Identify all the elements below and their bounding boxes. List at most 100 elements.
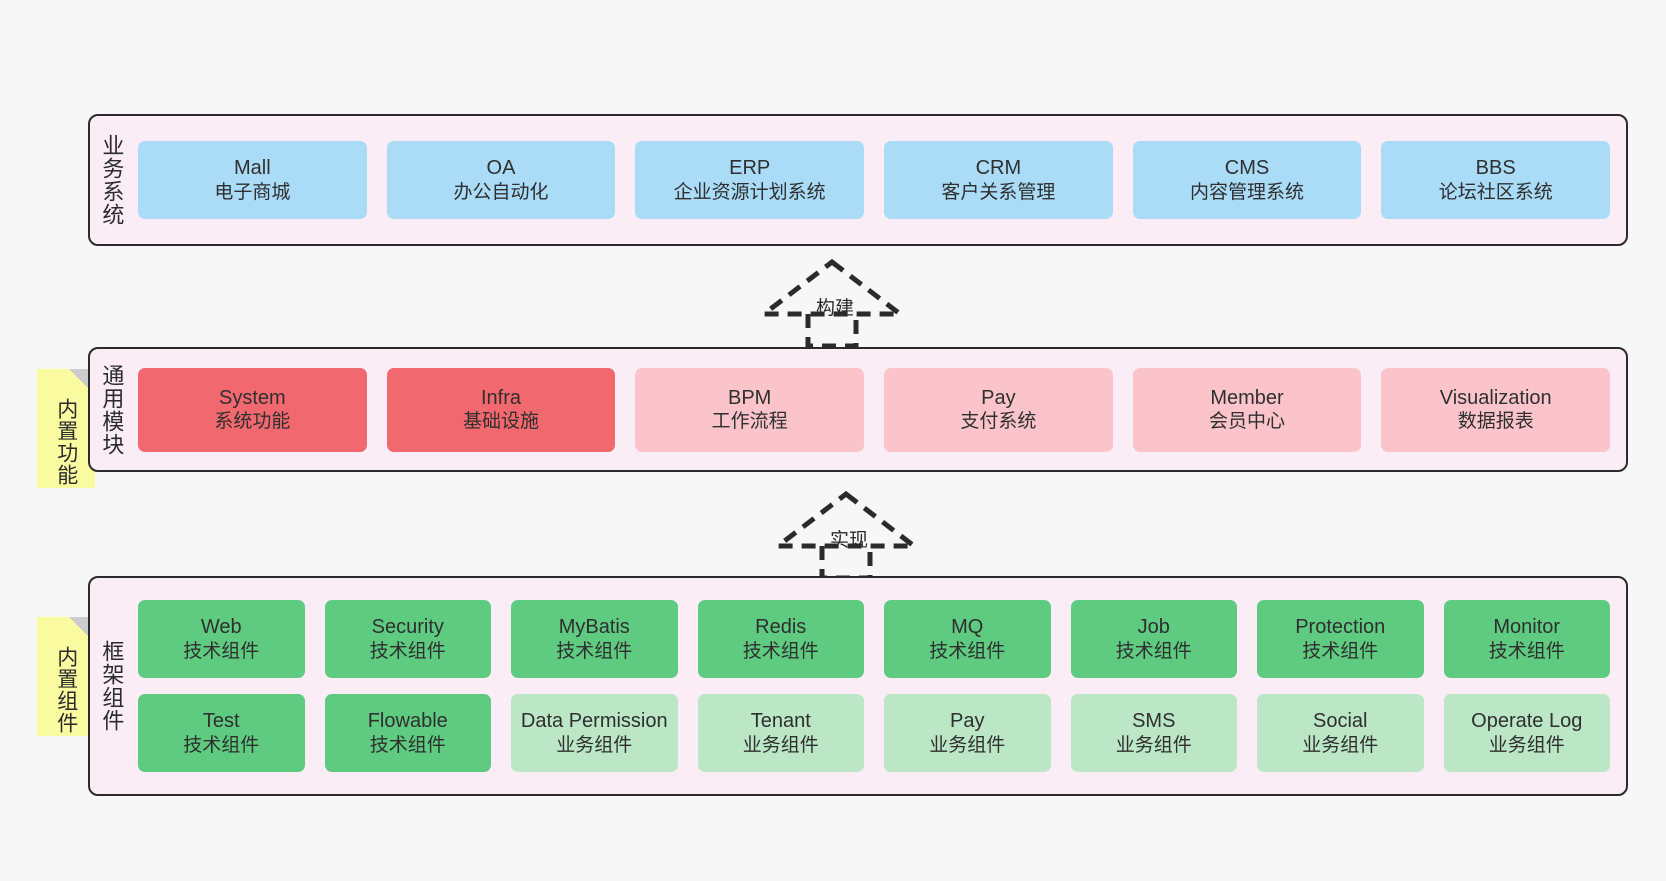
framework-components-panel-title: 框架组件	[99, 640, 125, 732]
module-box-infra[interactable]: Infra 基础设施	[386, 367, 616, 452]
module-box-subtitle: 客户关系管理	[941, 181, 1056, 203]
module-box-title: Test	[202, 710, 240, 733]
module-box-subtitle: 会员中心	[1209, 411, 1286, 433]
module-box-title: ERP	[729, 157, 771, 180]
implement-connector-label: 实现	[830, 530, 869, 551]
module-box-bbs[interactable]: BBS 论坛社区系统	[1381, 141, 1611, 219]
module-box-subtitle: 数据报表	[1457, 411, 1534, 433]
framework-components-row-tech: Web 技术组件 Security 技术组件 MyBatis 技术组件 Redi…	[138, 600, 1610, 678]
module-box-title: MyBatis	[558, 616, 630, 639]
builtin-components-note: 内置组件	[37, 617, 95, 736]
module-box-title: MQ	[951, 616, 984, 639]
module-box-title: Security	[371, 616, 444, 639]
module-box-title: Job	[1137, 616, 1170, 639]
module-box-title: CMS	[1224, 157, 1270, 180]
module-box-title: Data Permission	[520, 710, 668, 733]
module-box-subtitle: 业务组件	[1115, 734, 1192, 756]
module-box-social[interactable]: Social 业务组件	[1257, 694, 1424, 772]
module-box-oa[interactable]: OA 办公自动化	[386, 141, 616, 219]
module-box-subtitle: 技术组件	[1488, 640, 1565, 662]
module-box-subtitle: 技术组件	[183, 734, 260, 756]
module-box-tenant[interactable]: Tenant 业务组件	[697, 694, 864, 772]
module-box-mall[interactable]: Mall 电子商城	[138, 141, 367, 219]
module-box-title: Pay	[981, 386, 1016, 409]
module-box-subtitle: 技术组件	[742, 640, 819, 662]
module-box-protection[interactable]: Protection 技术组件	[1257, 600, 1424, 678]
module-box-visualization[interactable]: Visualization 数据报表	[1381, 367, 1611, 452]
module-box-title: Infra	[480, 386, 522, 409]
module-box-title: Tenant	[750, 710, 811, 733]
module-box-title: Visualization	[1439, 386, 1552, 409]
module-box-subtitle: 技术组件	[1115, 640, 1192, 662]
module-box-monitor[interactable]: Monitor 技术组件	[1443, 600, 1610, 678]
common-modules-panel-title: 通用模块	[99, 363, 125, 456]
module-box-title: System	[218, 386, 286, 409]
module-box-subtitle: 工作流程	[711, 411, 788, 433]
module-box-subtitle: 技术组件	[1302, 640, 1379, 662]
module-box-subtitle: 办公自动化	[453, 181, 549, 203]
business-systems-panel-title: 业务系统	[99, 134, 125, 226]
module-box-cms[interactable]: CMS 内容管理系统	[1132, 141, 1362, 219]
build-connector-label: 构建	[816, 298, 855, 319]
framework-components-panel-body: Web 技术组件 Security 技术组件 MyBatis 技术组件 Redi…	[132, 578, 1626, 794]
module-box-subtitle: 电子商城	[214, 181, 291, 203]
module-box-title: Member	[1210, 386, 1284, 409]
module-box-subtitle: 业务组件	[1302, 734, 1379, 756]
module-box-job[interactable]: Job 技术组件	[1070, 600, 1237, 678]
module-box-erp[interactable]: ERP 企业资源计划系统	[635, 141, 865, 219]
builtin-features-note: 内置功能	[37, 369, 95, 488]
common-modules-panel: 通用模块 System 系统功能 Infra 基础设施 BPM 工作流程 Pay…	[88, 347, 1628, 472]
module-box-subtitle: 技术组件	[369, 734, 446, 756]
module-box-subtitle: 业务组件	[742, 734, 819, 756]
module-box-title: Pay	[950, 710, 985, 733]
common-modules-panel-body: System 系统功能 Infra 基础设施 BPM 工作流程 Pay 支付系统…	[132, 349, 1626, 470]
module-box-title: BPM	[728, 386, 772, 409]
module-box-mybatis[interactable]: MyBatis 技术组件	[511, 600, 678, 678]
module-box-crm[interactable]: CRM 客户关系管理	[884, 141, 1113, 219]
module-box-title: Monitor	[1493, 616, 1561, 639]
module-box-subtitle: 系统功能	[214, 411, 291, 433]
module-box-operate-log[interactable]: Operate Log 业务组件	[1443, 694, 1610, 772]
framework-components-panel: 框架组件 Web 技术组件 Security 技术组件 MyBatis 技术组件…	[88, 576, 1628, 796]
module-box-subtitle: 支付系统	[960, 411, 1037, 433]
module-box-title: CRM	[975, 157, 1022, 180]
module-box-data-permission[interactable]: Data Permission 业务组件	[511, 694, 678, 772]
business-systems-panel-body: Mall 电子商城 OA 办公自动化 ERP 企业资源计划系统 CRM 客户关系…	[132, 116, 1626, 244]
module-box-redis[interactable]: Redis 技术组件	[697, 600, 864, 678]
business-systems-panel: 业务系统 Mall 电子商城 OA 办公自动化 ERP 企业资源计划系统 CRM…	[88, 114, 1628, 246]
module-box-subtitle: 业务组件	[929, 734, 1006, 756]
module-box-title: Web	[200, 616, 242, 639]
module-box-subtitle: 技术组件	[183, 640, 260, 662]
module-box-test[interactable]: Test 技术组件	[138, 694, 305, 772]
module-box-title: Operate Log	[1471, 710, 1583, 733]
module-box-subtitle: 技术组件	[556, 640, 633, 662]
module-box-bpm[interactable]: BPM 工作流程	[635, 367, 865, 452]
framework-components-row-business: Test 技术组件 Flowable 技术组件 Data Permission …	[138, 694, 1610, 772]
module-box-flowable[interactable]: Flowable 技术组件	[324, 694, 491, 772]
builtin-components-note-label: 内置组件	[54, 645, 78, 734]
module-box-system[interactable]: System 系统功能	[138, 367, 367, 452]
module-box-member[interactable]: Member 会员中心	[1132, 367, 1362, 452]
module-box-sms[interactable]: SMS 业务组件	[1070, 694, 1237, 772]
module-box-web[interactable]: Web 技术组件	[138, 600, 305, 678]
module-box-subtitle: 论坛社区系统	[1438, 181, 1553, 203]
module-box-mq[interactable]: MQ 技术组件	[884, 600, 1051, 678]
module-box-title: SMS	[1132, 710, 1176, 733]
module-box-subtitle: 技术组件	[369, 640, 446, 662]
module-box-title: BBS	[1475, 157, 1516, 180]
module-box-subtitle: 基础设施	[463, 411, 540, 433]
common-modules-row: System 系统功能 Infra 基础设施 BPM 工作流程 Pay 支付系统…	[138, 367, 1611, 452]
module-box-security[interactable]: Security 技术组件	[324, 600, 491, 678]
module-box-subtitle: 技术组件	[929, 640, 1006, 662]
module-box-title: Social	[1313, 710, 1368, 733]
module-box-subtitle: 业务组件	[1488, 734, 1565, 756]
module-box-title: Mall	[234, 157, 271, 180]
module-box-pay[interactable]: Pay 支付系统	[884, 367, 1113, 452]
module-box-title: Redis	[755, 616, 807, 639]
module-box-title: Flowable	[367, 710, 448, 733]
module-box-title: OA	[486, 157, 516, 180]
business-systems-row: Mall 电子商城 OA 办公自动化 ERP 企业资源计划系统 CRM 客户关系…	[138, 141, 1611, 219]
module-box-pay-business[interactable]: Pay 业务组件	[884, 694, 1051, 772]
module-box-subtitle: 企业资源计划系统	[673, 181, 826, 203]
module-box-subtitle: 内容管理系统	[1190, 181, 1305, 203]
